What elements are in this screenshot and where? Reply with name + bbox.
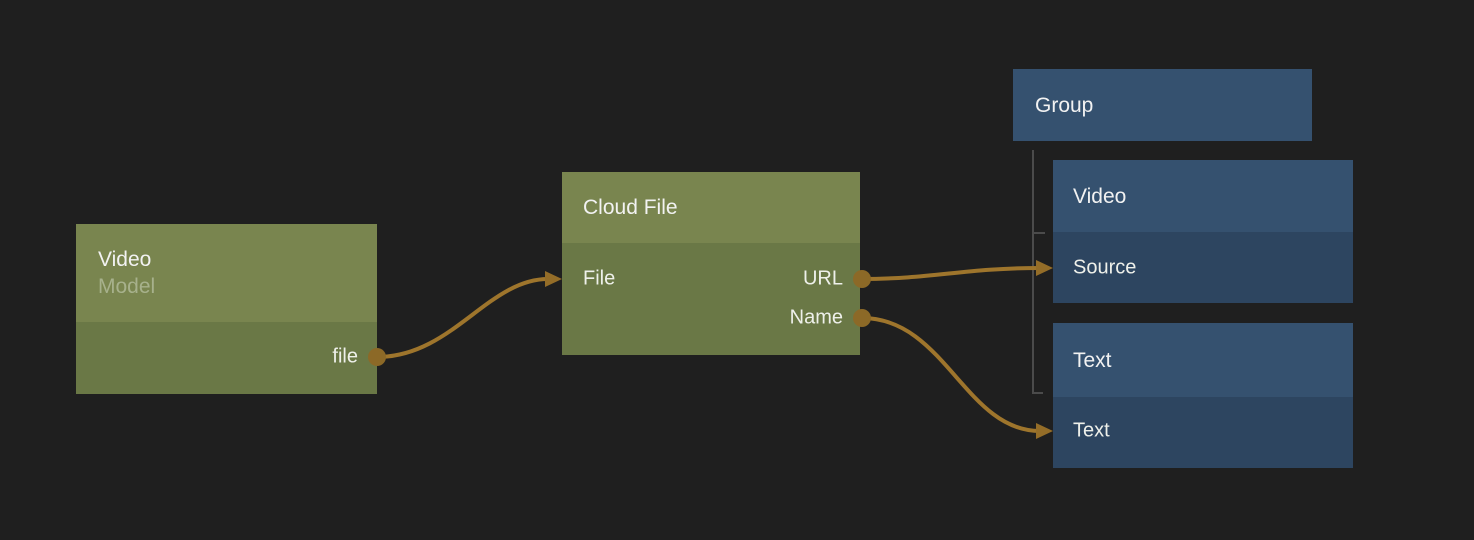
output-port-label-file: file bbox=[332, 345, 358, 368]
node-cloud-file-header: Cloud File bbox=[562, 172, 860, 243]
node-cloud-file-body: File URL Name bbox=[562, 243, 860, 355]
node-group-header: Group bbox=[1013, 69, 1312, 141]
node-group-video[interactable]: Video Source bbox=[1053, 160, 1353, 303]
input-arrow-cloudfile-file[interactable] bbox=[545, 271, 562, 287]
node-group-video-header: Video bbox=[1053, 160, 1353, 232]
node-cloud-file[interactable]: Cloud File File URL Name bbox=[562, 172, 860, 355]
node-subtitle: Model bbox=[98, 275, 156, 298]
node-video-model[interactable]: Video Model file bbox=[76, 224, 377, 394]
node-group-text[interactable]: Text Text bbox=[1053, 323, 1353, 468]
output-port-label-url: URL bbox=[802, 267, 843, 290]
node-title: Cloud File bbox=[583, 196, 678, 219]
group-tree-line bbox=[1032, 150, 1043, 394]
node-title: Group bbox=[1035, 93, 1094, 117]
wire-file-to-cloudfile[interactable] bbox=[376, 277, 549, 359]
node-video-model-header: Video Model bbox=[76, 224, 377, 322]
output-port-label-name: Name bbox=[789, 306, 843, 329]
node-group-video-body: Source bbox=[1053, 232, 1353, 303]
input-arrow-video-source[interactable] bbox=[1036, 260, 1053, 276]
node-video-model-body: file bbox=[76, 322, 377, 394]
node-title: Text bbox=[1073, 348, 1112, 372]
node-group-text-header: Text bbox=[1053, 323, 1353, 397]
input-port-label-file: File bbox=[583, 267, 616, 290]
wire-url-to-source[interactable] bbox=[861, 266, 1041, 281]
input-port-label-text: Text bbox=[1073, 419, 1110, 442]
node-title: Video bbox=[98, 248, 152, 271]
wire-name-to-text[interactable] bbox=[861, 316, 1041, 433]
input-port-label-source: Source bbox=[1073, 256, 1137, 279]
node-title: Video bbox=[1073, 184, 1127, 208]
input-arrow-text-text[interactable] bbox=[1036, 423, 1053, 439]
node-group-text-body: Text bbox=[1053, 397, 1353, 468]
node-group[interactable]: Group bbox=[1013, 69, 1312, 141]
